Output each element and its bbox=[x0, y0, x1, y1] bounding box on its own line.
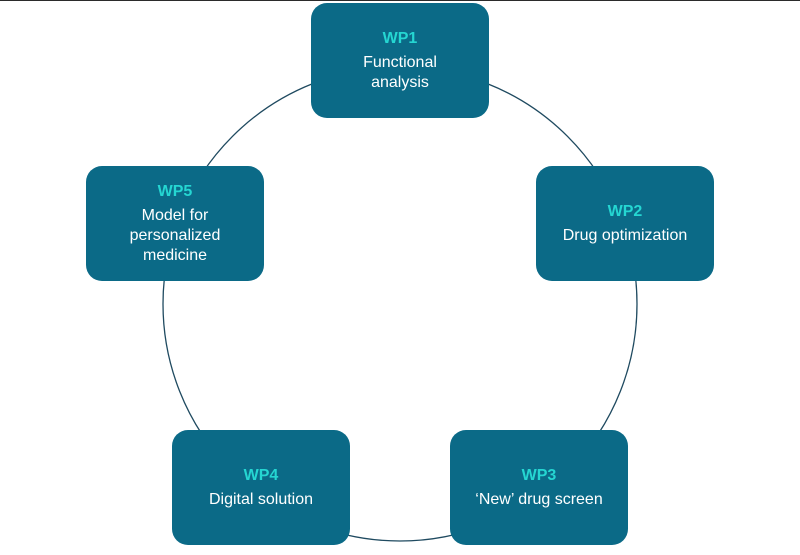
node-wp1-code: WP1 bbox=[382, 29, 418, 47]
node-wp2: WP2 Drug optimization bbox=[536, 166, 714, 281]
node-wp5-label-line-3: medicine bbox=[142, 246, 208, 264]
node-wp2-label-line-1: Drug optimization bbox=[562, 226, 688, 244]
node-wp5-label-line-1: Model for bbox=[141, 206, 209, 224]
node-wp2-code: WP2 bbox=[607, 202, 643, 220]
node-wp3-code: WP3 bbox=[521, 466, 557, 484]
node-wp1-label-line-1: Functional bbox=[363, 53, 437, 71]
node-wp3-label-line-1: ‘New’ drug screen bbox=[475, 490, 603, 508]
node-wp4-code: WP4 bbox=[243, 466, 279, 484]
node-wp4: WP4 Digital solution bbox=[172, 430, 350, 545]
node-wp5: WP5 Model for personalized medicine bbox=[86, 166, 264, 281]
node-wp4-label-line-1: Digital solution bbox=[208, 490, 314, 508]
node-wp5-label-line-2: personalized bbox=[129, 226, 221, 244]
node-wp1-label-line-2: analysis bbox=[371, 73, 429, 91]
node-wp3: WP3 ‘New’ drug screen bbox=[450, 430, 628, 545]
node-wp1: WP1 Functional analysis bbox=[311, 3, 489, 118]
top-border-line bbox=[0, 0, 800, 1]
node-wp5-code: WP5 bbox=[157, 182, 193, 200]
